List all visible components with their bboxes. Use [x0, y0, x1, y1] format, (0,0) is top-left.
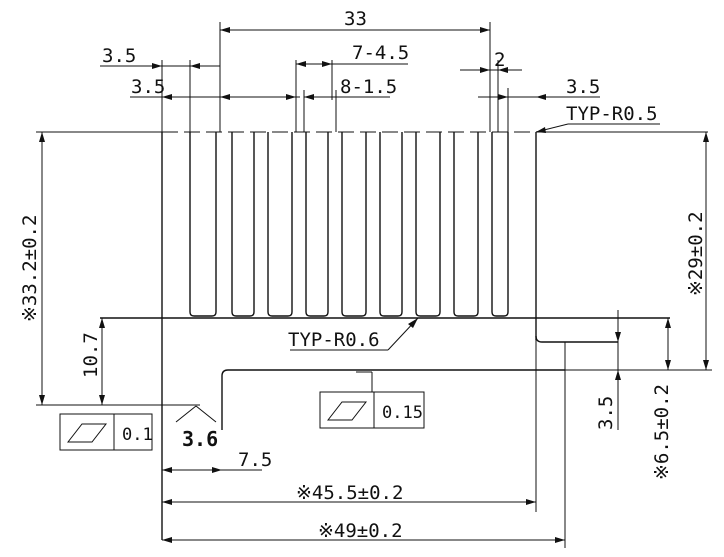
dim-3-5-outer: 3.5 — [102, 45, 136, 67]
dim-45-5: ※45.5±0.2 — [296, 482, 403, 504]
dim-6-5: ※6.5±0.2 — [651, 384, 673, 480]
dim-3-6: 3.6 — [182, 427, 218, 451]
dim-3-5-inner: 3.5 — [131, 76, 165, 98]
dim-7-4-5: 7-4.5 — [352, 42, 409, 64]
dim-33-2: ※33.2±0.2 — [19, 215, 41, 322]
typ-r0-6: TYP-R0.6 — [288, 329, 380, 351]
dimension-lines — [36, 22, 712, 543]
dim-8-1-5: 8-1.5 — [340, 76, 397, 98]
dim-7-5: 7.5 — [238, 449, 272, 471]
typ-r0-5: TYP-R0.5 — [566, 103, 658, 125]
flatness-frame-center: 0.15 — [319, 391, 425, 429]
dim-2: 2 — [494, 49, 505, 71]
dimension-labels: 33 3.5 3.5 7-4.5 8-1.5 2 3.5 TYP-R0.5 TY… — [19, 8, 707, 542]
flatness-icon — [326, 401, 368, 421]
flatness-icon — [66, 423, 108, 443]
flatness-frame-left: 0.1 — [59, 413, 153, 451]
flatness-center-value: 0.15 — [382, 403, 423, 423]
dim-49: ※49±0.2 — [318, 520, 403, 542]
dim-10-7: 10.7 — [80, 332, 102, 378]
heatsink-profile — [36, 131, 708, 548]
dim-29: ※29±0.2 — [685, 211, 707, 296]
dim-3-5-right: 3.5 — [566, 76, 600, 98]
dim-33: 33 — [344, 8, 367, 30]
flatness-left-value: 0.1 — [122, 425, 153, 445]
dim-3-5-vertical: 3.5 — [595, 396, 617, 430]
